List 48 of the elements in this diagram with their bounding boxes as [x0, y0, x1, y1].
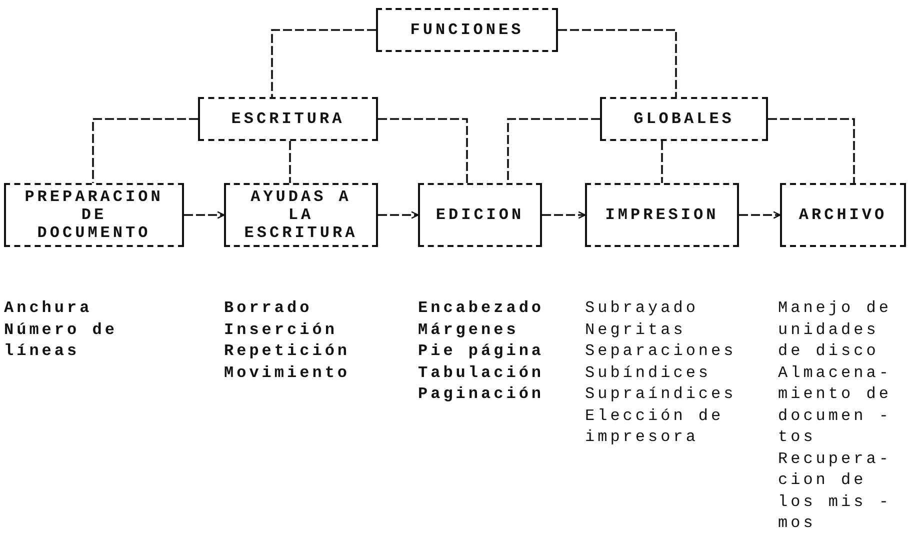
feature-item: Movimiento: [224, 362, 350, 384]
box-label: IMPRESION: [604, 206, 720, 224]
feature-item: Número de líneas: [4, 320, 118, 362]
feature-item: Supraíndices: [585, 384, 736, 405]
connector-line: [558, 29, 677, 97]
box-label: ESCRITURA: [230, 110, 346, 128]
arrow: [184, 211, 225, 219]
box-label: AYUDAS A LA ESCRITURA: [243, 188, 359, 242]
feature-item: Encabezado: [418, 298, 544, 319]
feature-item: Subíndices: [585, 362, 712, 384]
feature-item: Repetición: [224, 341, 350, 362]
function-box: [780, 183, 906, 247]
function-box: [4, 183, 184, 247]
function-box: [224, 183, 378, 247]
box-label: FUNCIONES: [409, 21, 525, 39]
connector-line: [92, 118, 198, 183]
feature-item: Separaciones: [585, 341, 736, 362]
arrow: [739, 211, 781, 219]
box-label: ARCHIVO: [798, 206, 888, 224]
feature-item: Tabulación: [418, 362, 544, 384]
feature-item: Borrado: [224, 298, 312, 319]
connector-line: [768, 118, 855, 183]
feature-item: Negritas: [585, 320, 686, 340]
function-box: [585, 183, 739, 247]
category-box: [600, 97, 768, 141]
feature-item: Pie página: [418, 341, 544, 362]
feature-item: Paginación: [418, 384, 544, 405]
arrow: [542, 211, 586, 219]
box-label: EDICION: [434, 206, 526, 224]
category-box: [376, 8, 558, 52]
feature-item: Manejo de unidades de disco: [778, 298, 892, 362]
feature-item: Elección de impresora: [585, 406, 725, 448]
function-box: [418, 183, 542, 247]
box-label: PREPARACION DE DOCUMENTO: [24, 188, 164, 242]
connector-line: [271, 29, 376, 97]
feature-item: Inserción: [224, 320, 338, 340]
feature-item: Subrayado: [585, 298, 698, 319]
category-box: [198, 97, 378, 141]
arrow: [378, 211, 419, 219]
feature-item: Almacena- miento de documen - tos: [778, 362, 892, 448]
connector-line: [507, 118, 600, 183]
feature-item: Recupera- cion de los mis - mos: [778, 448, 892, 534]
box-label: GLOBALES: [632, 110, 736, 128]
feature-item: Anchura: [4, 298, 92, 319]
feature-item: Márgenes: [418, 320, 519, 340]
connector-line: [289, 141, 291, 183]
connector-line: [378, 118, 468, 183]
connector-line: [661, 141, 663, 183]
